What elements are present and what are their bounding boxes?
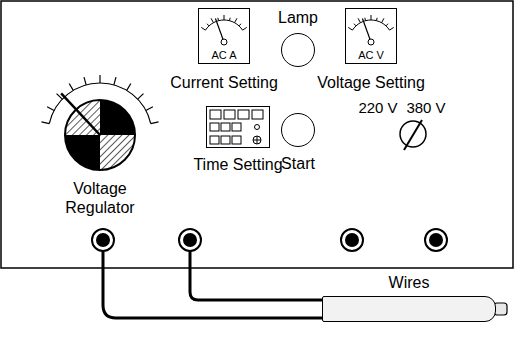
terminal-post bbox=[183, 233, 197, 247]
digit-cell bbox=[210, 110, 221, 119]
knob-label: Voltage Regulator bbox=[52, 179, 148, 217]
meter-label: Voltage Setting bbox=[317, 73, 425, 92]
knob-quadrant bbox=[100, 135, 135, 170]
knob-quadrant bbox=[100, 100, 135, 135]
terminal-ring bbox=[341, 229, 363, 251]
terminal-post bbox=[345, 233, 359, 247]
dial-arc bbox=[352, 20, 389, 30]
timer-digits bbox=[210, 110, 263, 144]
dial-tick bbox=[235, 18, 237, 22]
meter-label: Current Setting bbox=[170, 73, 278, 92]
scale-tick bbox=[151, 122, 159, 124]
timer-knob bbox=[253, 136, 261, 144]
digit-cell bbox=[210, 123, 219, 131]
dial-tick bbox=[386, 24, 388, 26]
scale-tick bbox=[99, 75, 100, 83]
scale-tick bbox=[138, 94, 144, 100]
regulator-knob: Voltage Regulator bbox=[64, 99, 136, 171]
panel-housing bbox=[1, 1, 513, 268]
start-label: Start bbox=[281, 154, 315, 173]
timer-knob-cross bbox=[253, 136, 261, 144]
digit-cell bbox=[252, 110, 263, 119]
terminal-ring bbox=[92, 229, 114, 251]
knob-quadrant bbox=[65, 135, 100, 170]
dial-needle bbox=[362, 19, 371, 42]
dial-tick bbox=[348, 27, 352, 30]
voltmeter-box: AC VVoltage Setting bbox=[345, 8, 397, 64]
digit-cell bbox=[224, 110, 235, 119]
start-button: Start bbox=[281, 113, 315, 147]
digit-cell bbox=[238, 110, 249, 119]
timer-label: Time Setting bbox=[193, 155, 282, 174]
dial-tick bbox=[376, 18, 378, 21]
ammeter-box: AC ACurrent Setting bbox=[198, 8, 250, 64]
meter-unit: AC A bbox=[211, 49, 236, 62]
wire-probe: Wires bbox=[322, 296, 496, 322]
dial-tick bbox=[364, 18, 366, 21]
digit-cell bbox=[232, 136, 241, 144]
dial-tick bbox=[243, 27, 247, 30]
scale-tick bbox=[127, 84, 131, 91]
digit-cell bbox=[210, 136, 219, 144]
dial-tick bbox=[382, 18, 384, 22]
dial-tick bbox=[358, 18, 360, 22]
probe-label: Wires bbox=[389, 273, 430, 292]
dial-tick bbox=[239, 24, 241, 26]
dial-needle bbox=[215, 19, 224, 42]
scale-tick bbox=[146, 107, 153, 111]
digit-cell bbox=[221, 136, 230, 144]
dial-pivot bbox=[368, 39, 374, 45]
dial-tick bbox=[201, 27, 205, 30]
scale-tick bbox=[114, 77, 116, 85]
digit-cell bbox=[221, 123, 230, 131]
voltage-option: 220 V bbox=[358, 99, 397, 117]
meter-dial bbox=[201, 15, 246, 45]
dial-arc bbox=[205, 20, 242, 30]
terminal-posts bbox=[92, 229, 447, 251]
scale-tick bbox=[69, 84, 73, 91]
dial-tick bbox=[371, 15, 372, 20]
dial-pivot bbox=[221, 39, 227, 45]
dial-tick bbox=[207, 24, 209, 26]
test-wire bbox=[190, 240, 324, 300]
scale-tick bbox=[47, 107, 54, 111]
dial-tick bbox=[211, 18, 213, 22]
terminal-post bbox=[96, 233, 110, 247]
meter-unit: AC V bbox=[358, 49, 384, 62]
scale-tick bbox=[84, 77, 86, 85]
terminal-ring bbox=[425, 229, 447, 251]
terminal-ring bbox=[179, 229, 201, 251]
voltage-option: 380 V bbox=[406, 99, 445, 117]
dial-tick bbox=[224, 15, 225, 20]
dial-tick bbox=[354, 24, 356, 26]
dial-tick bbox=[390, 27, 394, 30]
scale-tick bbox=[41, 122, 49, 124]
dial-tick bbox=[217, 18, 219, 21]
lamp-circle: Lamp bbox=[281, 33, 315, 67]
dial-tick bbox=[229, 18, 231, 21]
selector-pointer bbox=[404, 120, 422, 150]
timer-display: Time Setting bbox=[206, 106, 270, 148]
test-wire bbox=[103, 240, 324, 318]
timer-indicator bbox=[255, 125, 260, 130]
meter-dial bbox=[348, 15, 393, 45]
digit-cell bbox=[232, 123, 241, 131]
terminal-post bbox=[429, 233, 443, 247]
lamp-label: Lamp bbox=[278, 8, 318, 27]
